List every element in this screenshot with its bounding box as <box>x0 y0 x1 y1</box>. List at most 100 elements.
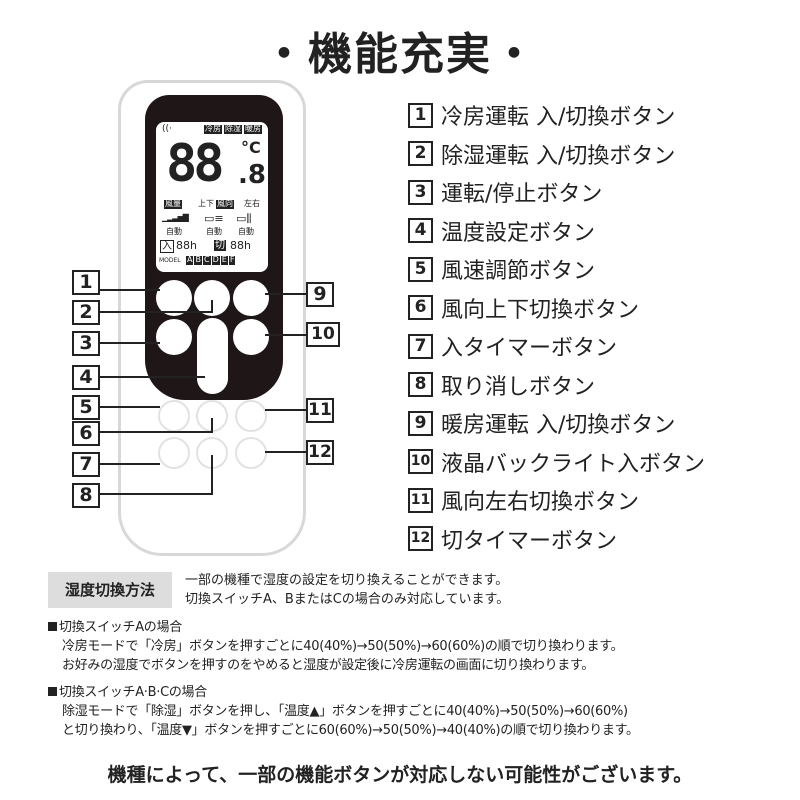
intro-line: 一部の機種で湿度の設定を切り換えることができます。 <box>185 573 509 588</box>
leftright-label: 左右 <box>244 199 260 208</box>
feature-number: 3 <box>408 179 433 205</box>
section-line: 冷房モードで「冷房」ボタンを押すごとに40(40%)→50(50%)→60(60… <box>62 639 624 654</box>
lcd-display: ((· 冷房 除湿 暖房 88 °C .8 風量 上下 風向 左右 ▁▂▃▅▇ … <box>156 122 268 272</box>
intro-line: 切換スイッチA、BまたはCの場合のみ対応しています。 <box>185 592 510 607</box>
feature-item: 8 取り消しボタン <box>408 366 705 405</box>
fan-label: 風量 <box>164 199 182 209</box>
switch-abc-section: 切換スイッチA·B·Cの場合 除湿モードで「除湿」ボタンを押し、「温度▲」ボタン… <box>48 683 639 740</box>
feature-number: 5 <box>408 256 433 282</box>
model-b: B <box>194 255 202 265</box>
page-title: ・機能充実・ <box>262 29 538 80</box>
on-time: 88h <box>176 239 197 252</box>
callout-8: 8 <box>72 483 100 508</box>
power-button[interactable] <box>156 319 192 355</box>
feature-label: 入タイマーボタン <box>441 336 618 362</box>
heat-button[interactable] <box>233 280 269 316</box>
mode-cool: 冷房 <box>204 124 222 134</box>
feature-label: 風速調節ボタン <box>441 259 596 285</box>
feature-item: 7 入タイマーボタン <box>408 327 705 366</box>
aircon-icon: ▭⫼ <box>236 212 252 225</box>
square-bullet-icon <box>48 622 57 631</box>
unit: °C <box>241 138 261 157</box>
callout-3: 3 <box>72 331 100 356</box>
direction-label: 風向 <box>216 199 234 209</box>
disclaimer: 機種によって、一部の機能ボタンが対応しない可能性がございます。 <box>107 764 693 786</box>
feature-item: 10 液晶バックライト入ボタン <box>408 443 705 482</box>
feature-number: 12 <box>408 526 433 552</box>
feature-item: 9 暖房運転 入/切換ボタン <box>408 404 705 443</box>
feature-number: 10 <box>408 449 433 475</box>
temp-readout: 88 <box>166 134 225 194</box>
callout-11: 11 <box>306 398 334 423</box>
section-line: と切り換わり、「温度▼」ボタンを押すごとに60(60%)→50(50%)→40(… <box>62 723 639 738</box>
feature-label: 暖房運転 入/切換ボタン <box>441 413 676 439</box>
feature-label: 除湿運転 入/切換ボタン <box>441 143 676 169</box>
backlight-button[interactable] <box>233 319 269 355</box>
feature-label: 風向左右切換ボタン <box>441 490 640 516</box>
callout-4: 4 <box>72 365 100 390</box>
feature-item: 12 切タイマーボタン <box>408 520 705 559</box>
switch-a-section: 切換スイッチAの場合 冷房モードで「冷房」ボタンを押すごとに40(40%)→50… <box>48 618 624 675</box>
auto-label: 自動 <box>238 227 254 236</box>
feature-label: 切タイマーボタン <box>441 528 618 554</box>
model-a: A <box>186 255 194 265</box>
section-title: 切換スイッチAの場合 <box>59 620 182 635</box>
feature-number: 2 <box>408 141 433 167</box>
signal-icon: ((· <box>162 124 172 134</box>
feature-number: 1 <box>408 102 433 128</box>
callout-7: 7 <box>72 452 100 477</box>
callout-6: 6 <box>72 421 100 446</box>
feature-item: 5 風速調節ボタン <box>408 250 705 289</box>
auto-label: 自動 <box>206 227 222 236</box>
model-f: F <box>228 255 236 265</box>
temp-decimal: .8 <box>238 160 266 190</box>
feature-number: 4 <box>408 218 433 244</box>
square-bullet-icon <box>48 687 57 696</box>
callout-2: 2 <box>72 300 100 325</box>
cool-button[interactable] <box>156 280 192 316</box>
on-timer-label: 入 <box>160 240 174 253</box>
on-timer-button[interactable] <box>158 437 190 469</box>
section-line: お好みの湿度でボタンを押すのをやめると湿度が設定後に冷房運転の画面に切り換わりま… <box>62 658 595 673</box>
fan-bars-icon: ▁▂▃▅▇ <box>162 213 189 222</box>
humidity-heading: 湿度切換方法 <box>48 572 172 608</box>
feature-label: 液晶バックライト入ボタン <box>441 451 706 477</box>
temperature-button[interactable] <box>197 318 228 394</box>
horizontal-swing-button[interactable] <box>235 400 267 432</box>
mode-heat: 暖房 <box>244 124 262 134</box>
feature-number: 7 <box>408 333 433 359</box>
off-time: 88h <box>230 239 251 252</box>
louver-icon: ▭≡ <box>204 212 224 225</box>
feature-item: 3 運転/停止ボタン <box>408 173 705 212</box>
humidity-intro: 一部の機種で湿度の設定を切り換えることができます。 切換スイッチA、BまたはCの… <box>185 571 509 609</box>
feature-label: 温度設定ボタン <box>441 220 596 246</box>
feature-number: 8 <box>408 372 433 398</box>
auto-label: 自動 <box>166 227 182 236</box>
feature-number: 6 <box>408 295 433 321</box>
mode-dry: 除湿 <box>224 124 242 134</box>
feature-label: 運転/停止ボタン <box>441 182 603 208</box>
model-label: MODEL <box>159 257 181 264</box>
feature-item: 2 除湿運転 入/切換ボタン <box>408 135 705 174</box>
feature-number: 9 <box>408 410 433 436</box>
feature-label: 風向上下切換ボタン <box>441 297 640 323</box>
model-d: D <box>211 255 220 265</box>
feature-item: 1 冷房運転 入/切換ボタン <box>408 96 705 135</box>
feature-item: 4 温度設定ボタン <box>408 212 705 251</box>
feature-label: 冷房運転 入/切換ボタン <box>441 105 676 131</box>
model-c: C <box>202 255 211 265</box>
callout-5: 5 <box>72 395 100 420</box>
feature-item: 6 風向上下切換ボタン <box>408 289 705 328</box>
model-e: E <box>220 255 228 265</box>
section-line: 除湿モードで「除湿」ボタンを押し、「温度▲」ボタンを押すごとに40(40%)→5… <box>62 704 628 719</box>
section-title: 切換スイッチA·B·Cの場合 <box>59 685 207 700</box>
callout-10: 10 <box>306 322 340 347</box>
feature-number: 11 <box>408 487 433 513</box>
model-codes: A B C D E F <box>186 255 236 265</box>
updown-label: 上下 <box>198 199 214 208</box>
callout-12: 12 <box>306 440 334 465</box>
feature-label: 取り消しボタン <box>441 374 596 400</box>
callout-9: 9 <box>306 282 334 307</box>
